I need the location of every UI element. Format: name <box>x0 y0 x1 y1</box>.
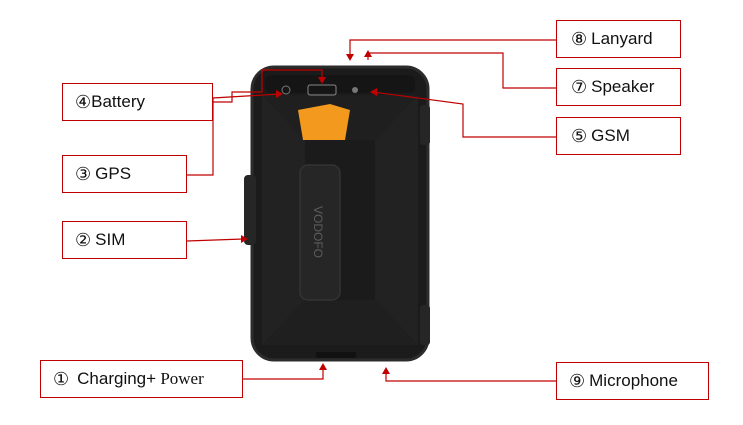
callout-label: Speaker <box>591 77 655 96</box>
callout-sim: ② SIM <box>62 221 187 259</box>
callout-number: ② <box>75 229 92 251</box>
tracker-device <box>244 65 430 362</box>
callout-number: ⑨ <box>569 370 586 392</box>
callout-gps: ③ GPS <box>62 155 187 193</box>
callout-number: ⑦ <box>571 76 588 98</box>
brand-text: VODOFO <box>311 206 325 258</box>
callout-number: ④ <box>75 91 92 113</box>
callout-number: ⑤ <box>571 125 588 147</box>
callout-gsm: ⑤ GSM <box>556 117 681 155</box>
callout-number: ⑧ <box>571 28 588 50</box>
callout-label: Microphone <box>589 371 678 390</box>
callout-label: GPS <box>95 164 132 183</box>
callout-label: Lanyard <box>591 29 653 48</box>
callout-speaker: ⑦ Speaker <box>556 68 681 106</box>
callout-number: ③ <box>75 163 92 185</box>
callout-charging: ① Charging+ Power <box>40 360 243 398</box>
callout-lanyard: ⑧ Lanyard <box>556 20 681 58</box>
callout-battery: ④ Battery <box>62 83 213 121</box>
callout-label: GSM <box>591 126 630 145</box>
callout-label-suffix: Power <box>156 369 204 388</box>
callout-label: SIM <box>95 230 126 249</box>
callout-number: ① <box>53 368 70 390</box>
callout-label: Battery <box>91 92 145 111</box>
sos-button <box>298 104 350 140</box>
callout-microphone: ⑨ Microphone <box>556 362 709 400</box>
callout-label: Charging+ <box>77 369 157 388</box>
